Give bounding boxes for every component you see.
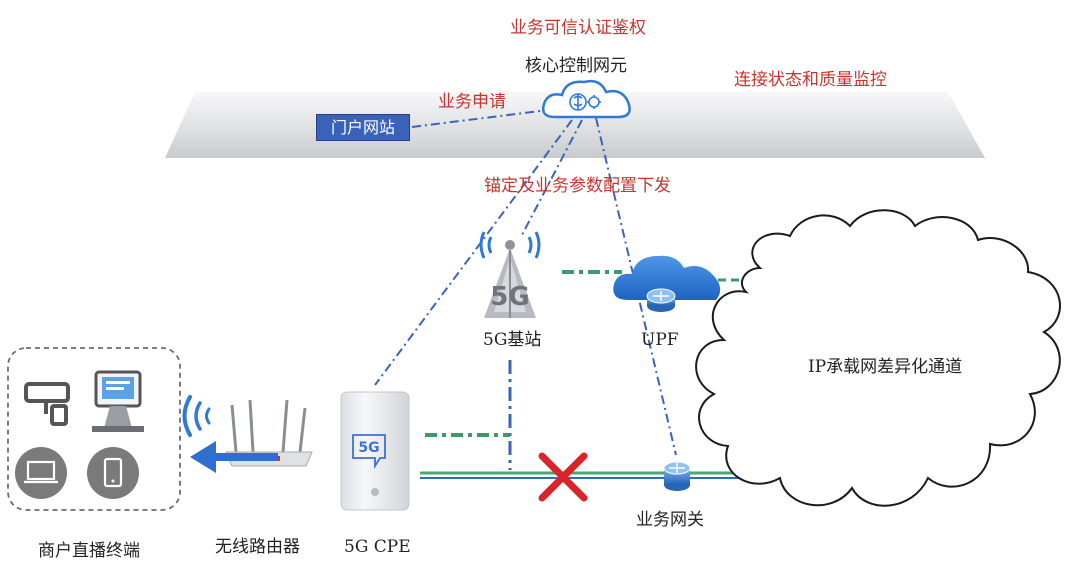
apply-label: 业务申请: [438, 92, 506, 112]
arrow-left-icon: [190, 441, 278, 473]
pos-terminal-icon: [92, 370, 144, 432]
auth-label: 业务可信认证鉴权: [510, 18, 646, 38]
ip-channel-label: IP承载网差异化通道: [808, 357, 963, 377]
upf-cloud-icon: [613, 255, 721, 312]
portal-box[interactable]: 门户网站: [316, 114, 410, 141]
anchor-label: 锚定及业务参数配置下发: [484, 176, 671, 196]
upf-router-icon: [646, 288, 676, 312]
ip-cloud-icon: [695, 209, 1061, 507]
router-label: 无线路由器: [215, 537, 300, 557]
portal-label: 门户网站: [330, 118, 395, 137]
base-station-label: 5G基站: [483, 330, 542, 350]
cpe-device-icon: 5G: [340, 391, 410, 511]
terminal-group: [7, 347, 181, 511]
core-station-link: [521, 119, 583, 236]
upf-label: UPF: [641, 330, 679, 350]
phone-icon: [87, 447, 139, 499]
wifi-icon: [182, 395, 211, 437]
cpe-label: 5G CPE: [344, 537, 411, 557]
core-cpe-link: [374, 119, 573, 386]
gateway-router-icon: [663, 461, 691, 491]
camera-icon: [24, 382, 70, 426]
terminal-label: 商户直播终端: [38, 541, 140, 561]
laptop-icon: [15, 447, 67, 499]
svg-text:5G: 5G: [490, 282, 529, 312]
cross-icon: [538, 452, 588, 502]
control-plane-platform: [165, 92, 985, 158]
signal-tower-icon: 5G: [479, 231, 541, 318]
core-label: 核心控制网元: [525, 56, 627, 76]
brain-gear-icon: [569, 93, 601, 111]
portal-core-link: [411, 109, 549, 128]
svg-text:5G: 5G: [358, 440, 379, 456]
gateway-label: 业务网关: [636, 510, 704, 530]
core-cloud-icon: [541, 79, 631, 119]
monitor-label: 连接状态和质量监控: [734, 70, 887, 90]
